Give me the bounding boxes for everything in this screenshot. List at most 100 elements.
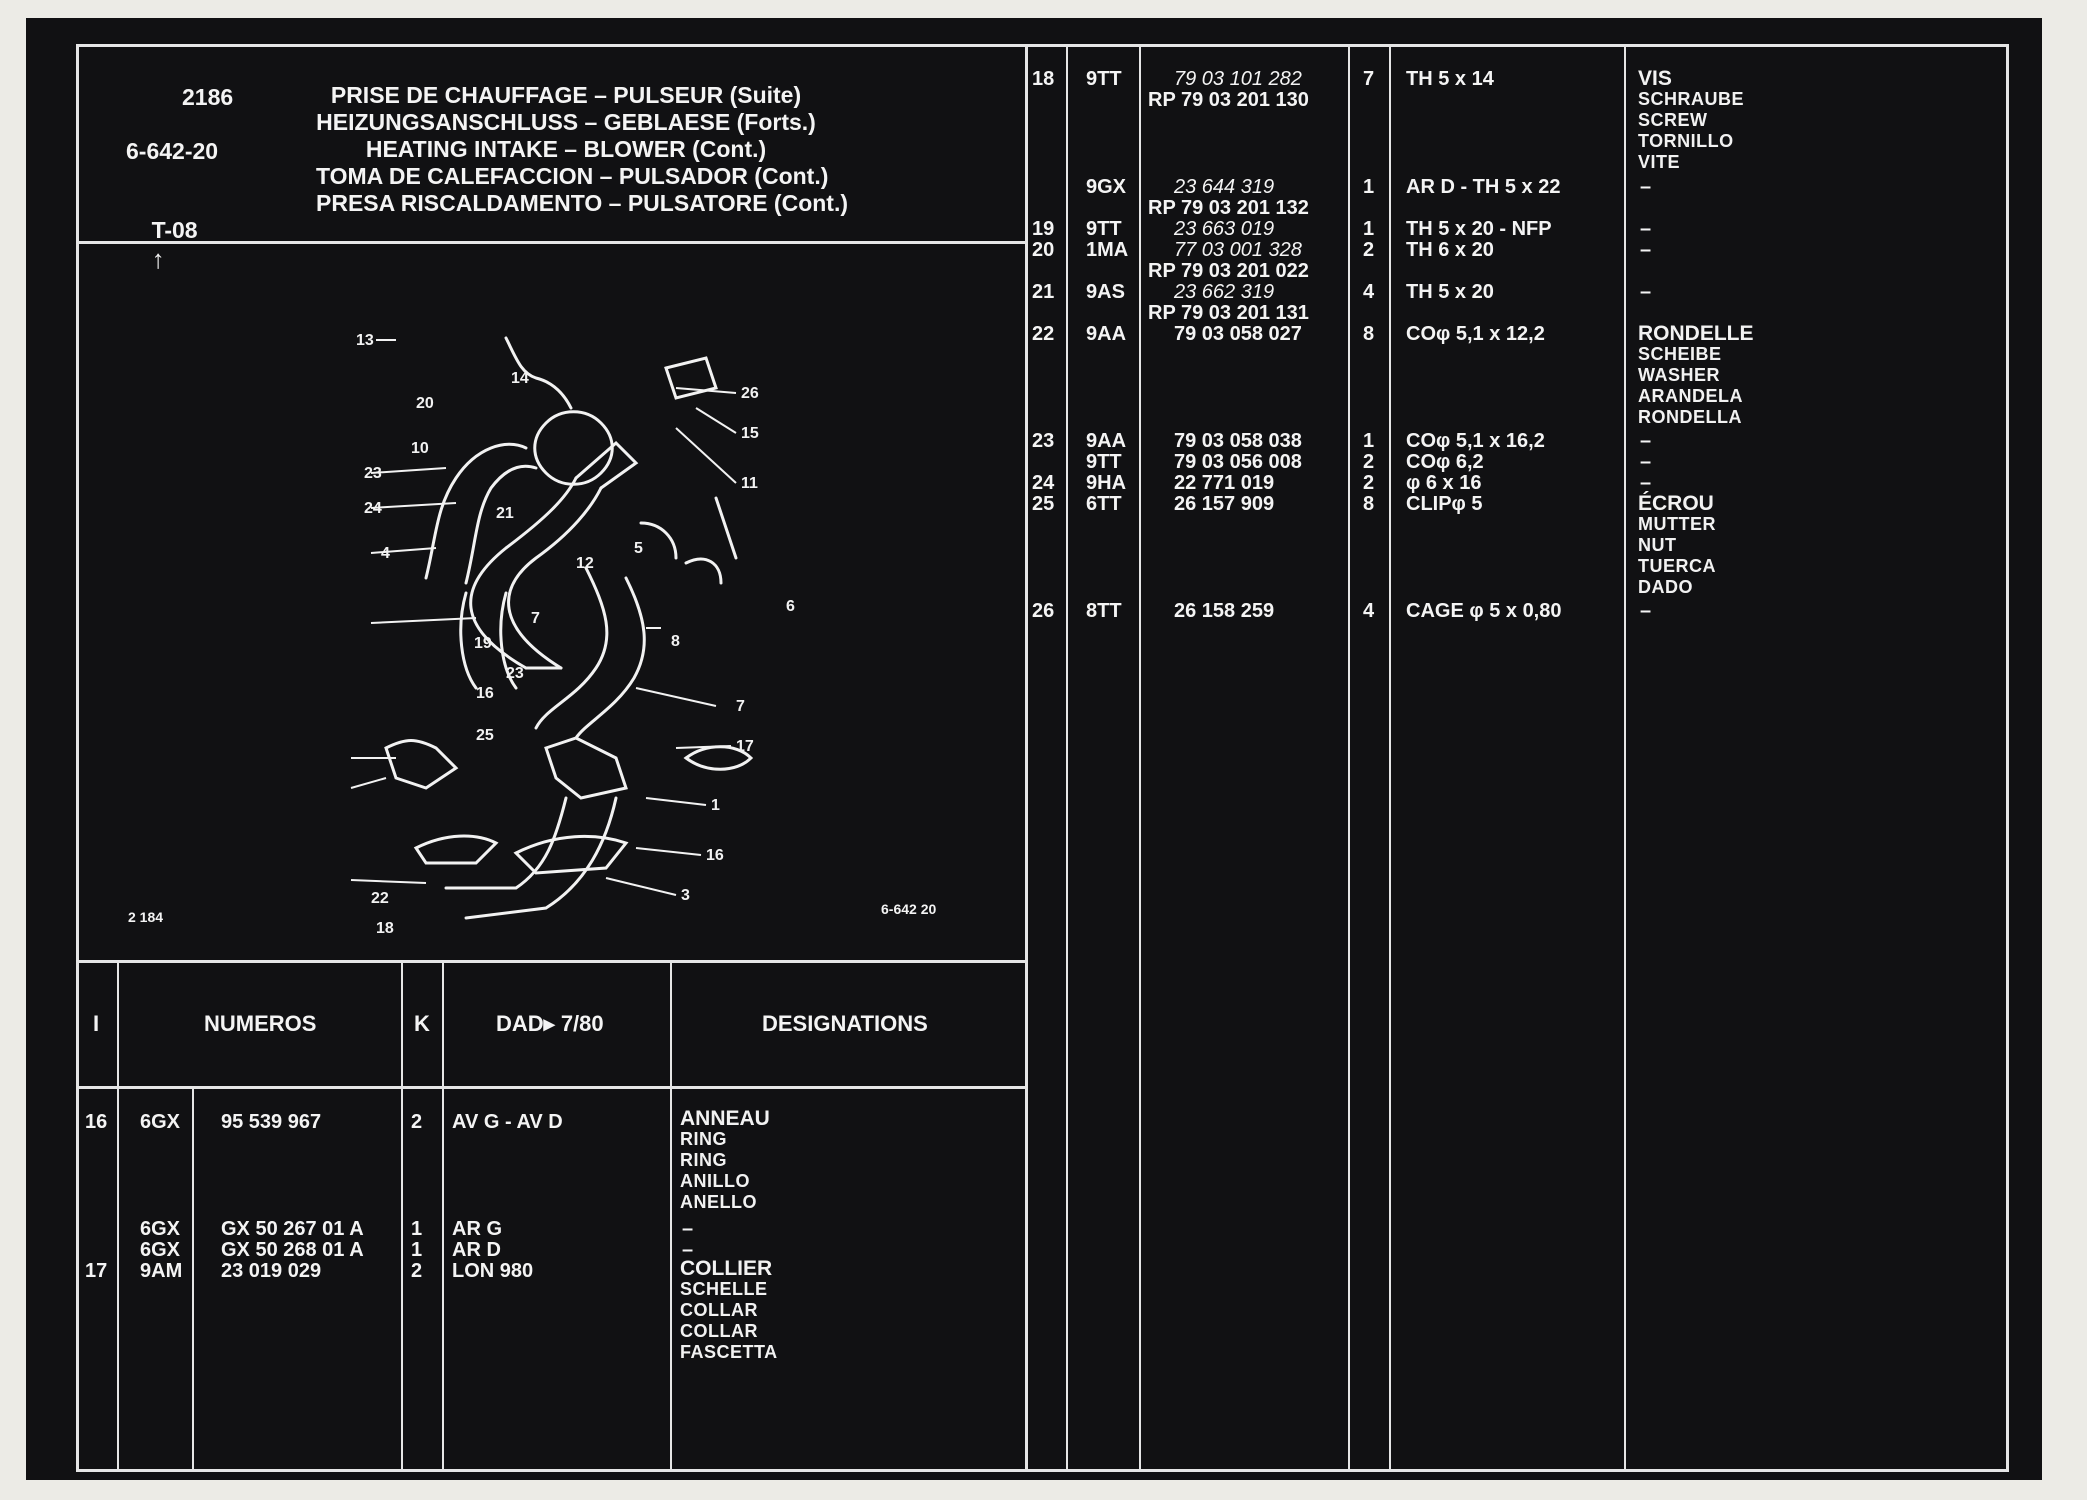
right-row-18-k: 7 bbox=[1363, 68, 1375, 90]
right-row-23-item: 23 bbox=[1032, 430, 1055, 452]
right-row-18-code: 9TT bbox=[1086, 68, 1122, 90]
designation-collier-fr: COLLIER bbox=[680, 1257, 773, 1280]
designation-anneau-en: RING bbox=[680, 1150, 727, 1170]
right-row-24-num1: 22 771 019 bbox=[1174, 472, 1275, 494]
right-row-23-dad: COφ 5,1 x 16,2 bbox=[1406, 430, 1545, 452]
designation-collier-de: SCHELLE bbox=[680, 1279, 768, 1299]
title-en: HEATING INTAKE – BLOWER (Cont.) bbox=[365, 136, 767, 162]
left-row-4-code: 9AM bbox=[140, 1260, 183, 1282]
callout-17: 17 bbox=[736, 738, 754, 755]
parts-catalog-sheet: 2186 6-642-20 T-08 ↑ PRISE DE CHAUFFAGE … bbox=[26, 18, 2042, 1480]
callout-24: 24 bbox=[364, 500, 382, 517]
callout-5: 5 bbox=[634, 540, 643, 557]
type-code: T-08 ↑ bbox=[126, 190, 198, 302]
callout-4: 4 bbox=[381, 545, 390, 562]
right-row-25-item: 25 bbox=[1032, 493, 1055, 515]
title-de: HEIZUNGSANSCHLUSS – GEBLAESE (Forts.) bbox=[316, 109, 816, 135]
arrow-up-icon: ↑ bbox=[151, 244, 165, 274]
colhead-dad: DAD▸ 7/80 bbox=[496, 1011, 604, 1036]
designation-anneau: ANNEAU RING RING ANILLO ANELLO bbox=[680, 1108, 770, 1213]
frame-right bbox=[2006, 44, 2009, 1472]
designation-dash-19: – bbox=[1640, 218, 1652, 240]
type-code-text: T-08 bbox=[151, 217, 198, 243]
divider-header bbox=[76, 241, 1026, 244]
right-row-26-dad: CAGE φ 5 x 0,80 bbox=[1406, 600, 1562, 622]
left-row-2-code: 6GX bbox=[140, 1218, 181, 1240]
callout-12: 12 bbox=[576, 555, 594, 572]
left-row-4-dad: LON 980 bbox=[452, 1260, 534, 1282]
right-row-21-code: 9AS bbox=[1086, 281, 1125, 303]
designation-anneau-de: RING bbox=[680, 1129, 727, 1149]
callout-25: 25 bbox=[476, 727, 494, 744]
designation-vis-en: SCREW bbox=[1638, 110, 1708, 130]
right-row-9gx-dad: AR D - TH 5 x 22 bbox=[1406, 176, 1561, 198]
right-row-9gx-num2: RP 79 03 201 132 bbox=[1148, 197, 1309, 219]
callout-8: 8 bbox=[671, 633, 680, 650]
designation-dash-24: – bbox=[1640, 472, 1652, 494]
right-row-9gx-code: 9GX bbox=[1086, 176, 1127, 198]
right-row-25-dad: CLIPφ 5 bbox=[1406, 493, 1483, 515]
callout-7: 7 bbox=[531, 610, 540, 627]
designation-vis-de: SCHRAUBE bbox=[1638, 89, 1745, 109]
callout-14: 14 bbox=[511, 370, 529, 387]
right-row-23-k: 1 bbox=[1363, 430, 1375, 452]
callout-13: 13 bbox=[356, 332, 374, 349]
designation-rondelle-it: RONDELLA bbox=[1638, 407, 1742, 427]
designation-rondelle-es: ARANDELA bbox=[1638, 386, 1743, 406]
right-row-19-item: 19 bbox=[1032, 218, 1055, 240]
designation-vis: VIS SCHRAUBE SCREW TORNILLO VITE bbox=[1638, 68, 1744, 173]
right-row-9gx-k: 1 bbox=[1363, 176, 1375, 198]
right-row-18-num1: 79 03 101 282 bbox=[1174, 68, 1302, 90]
right-row-25-code: 6TT bbox=[1086, 493, 1122, 515]
designation-vis-it: VITE bbox=[1638, 152, 1681, 172]
frame-left bbox=[76, 44, 79, 1472]
left-row-3-num: GX 50 268 01 A bbox=[221, 1239, 364, 1261]
designation-anneau-es: ANILLO bbox=[680, 1171, 750, 1191]
callout-11: 11 bbox=[741, 475, 758, 492]
callout-23b: 23 bbox=[506, 665, 524, 682]
left-row-4-num: 23 019 029 bbox=[221, 1260, 322, 1282]
left-row-2-dad: AR G bbox=[452, 1218, 502, 1240]
right-row-26-num1: 26 158 259 bbox=[1174, 600, 1275, 622]
left-row-1-item: 16 bbox=[85, 1111, 108, 1133]
right-row-21-item: 21 bbox=[1032, 281, 1055, 303]
designation-anneau-fr: ANNEAU bbox=[680, 1107, 770, 1130]
left-row-2-k: 1 bbox=[411, 1218, 423, 1240]
designation-rondelle: RONDELLE SCHEIBE WASHER ARANDELA RONDELL… bbox=[1638, 323, 1754, 428]
left-row-4-k: 2 bbox=[411, 1260, 423, 1282]
right-row-23-code: 9AA bbox=[1086, 430, 1127, 452]
designation-collier-es: COLLAR bbox=[680, 1321, 758, 1341]
right-row-20-item: 20 bbox=[1032, 239, 1055, 261]
right-row-20-code: 1MA bbox=[1086, 239, 1129, 261]
diagram-code-right: 6-642 20 bbox=[881, 901, 937, 917]
right-row-21-dad: TH 5 x 20 bbox=[1406, 281, 1494, 303]
designation-rondelle-fr: RONDELLE bbox=[1638, 322, 1754, 345]
right-row-22-k: 8 bbox=[1363, 323, 1375, 345]
left-col-line-3 bbox=[401, 960, 403, 1472]
designation-collier: COLLIER SCHELLE COLLAR COLLAR FASCETTA bbox=[680, 1258, 778, 1363]
callout-16c: 16 bbox=[706, 847, 724, 864]
divider-colhead bbox=[76, 1086, 1026, 1089]
callout-1: 1 bbox=[711, 797, 720, 814]
right-row-24-item: 24 bbox=[1032, 472, 1055, 494]
group-code: 6-642-20 bbox=[126, 138, 219, 164]
designation-collier-en: COLLAR bbox=[680, 1300, 758, 1320]
designation-collier-it: FASCETTA bbox=[680, 1342, 778, 1362]
left-row-1-code: 6GX bbox=[140, 1111, 181, 1133]
left-row-4-item: 17 bbox=[85, 1260, 108, 1282]
title-fr: PRISE DE CHAUFFAGE – PULSEUR (Suite) bbox=[330, 82, 802, 108]
right-col-line-1 bbox=[1066, 44, 1068, 1472]
title-it: PRESA RISCALDAMENTO – PULSATORE (Cont.) bbox=[316, 190, 848, 216]
right-row-22-item: 22 bbox=[1032, 323, 1055, 345]
page-title-block: PRISE DE CHAUFFAGE – PULSEUR (Suite) HEI… bbox=[316, 82, 848, 217]
frame-top bbox=[76, 44, 2009, 47]
colhead-numeros: NUMEROS bbox=[204, 1011, 317, 1036]
right-row-22-dad: COφ 5,1 x 12,2 bbox=[1406, 323, 1545, 345]
right-row-9tt-k: 2 bbox=[1363, 451, 1375, 473]
right-row-26-k: 4 bbox=[1363, 600, 1375, 622]
right-row-9tt-num1: 79 03 056 008 bbox=[1174, 451, 1302, 473]
callout-18: 18 bbox=[376, 920, 394, 937]
right-col-line-4 bbox=[1389, 44, 1391, 1472]
left-row-3-dad: AR D bbox=[452, 1239, 501, 1261]
callout-23: 23 bbox=[364, 465, 382, 482]
